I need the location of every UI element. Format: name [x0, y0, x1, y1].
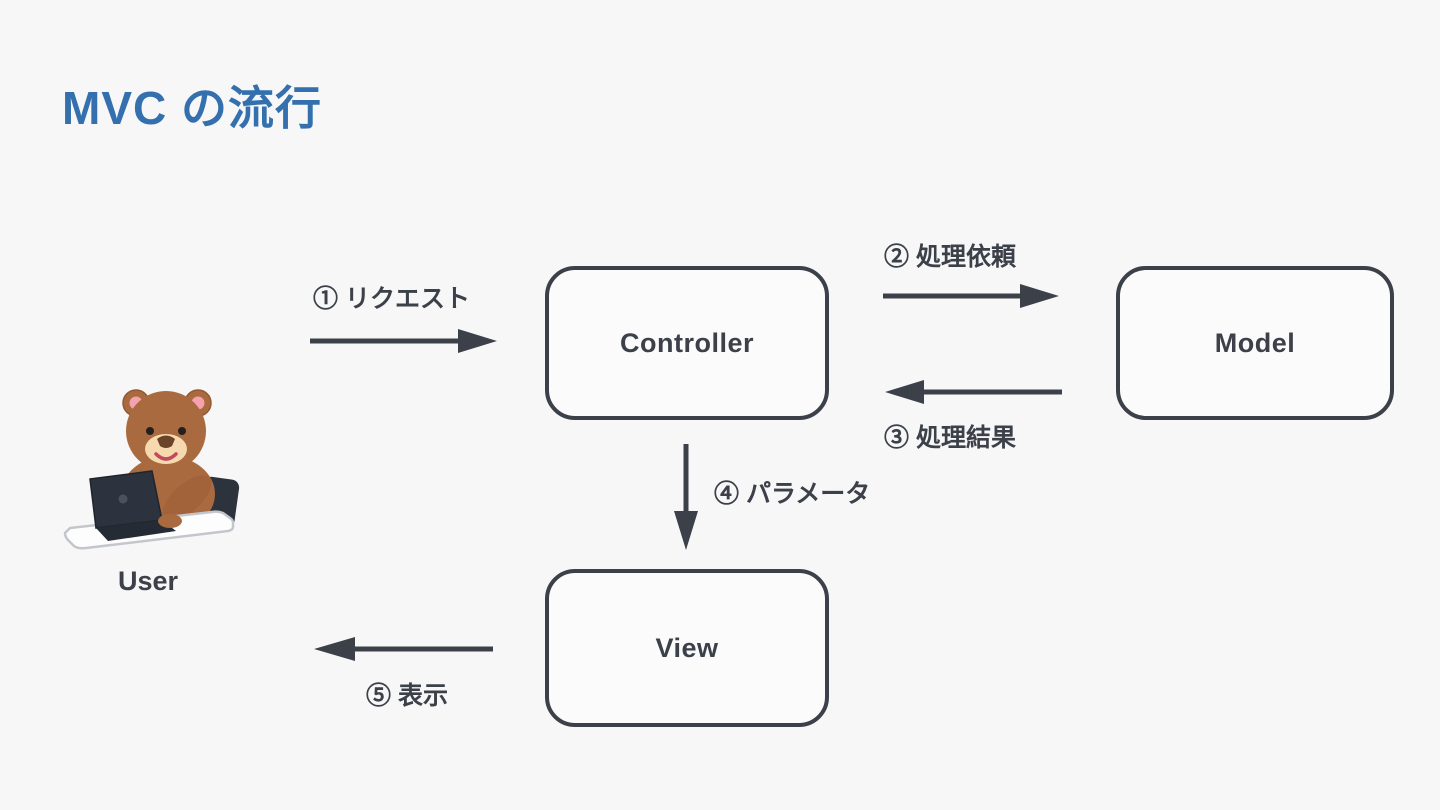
arrow-request — [310, 329, 497, 353]
arrow-parameter — [674, 444, 698, 550]
user-node-label: User — [118, 566, 179, 596]
edge-label-process-request: ② 処理依頼 — [884, 243, 1016, 271]
edge-label-request: ① リクエスト — [313, 285, 470, 313]
node-controller: Controller — [545, 266, 829, 420]
arrow-display — [314, 637, 493, 661]
node-view: View — [545, 569, 829, 727]
bear-user-illustration — [63, 389, 240, 550]
page-title: MVC の流行 — [62, 82, 322, 134]
node-model-label: Model — [1214, 327, 1296, 358]
arrow-process-request — [883, 284, 1059, 308]
edge-label-parameter: ④ パラメータ — [714, 480, 871, 508]
bear-face — [145, 427, 187, 464]
edge-label-display: ⑤ 表示 — [366, 682, 448, 710]
bear-paw — [158, 514, 182, 528]
node-controller-label: Controller — [619, 327, 754, 358]
bear-arm — [162, 475, 212, 521]
node-view-label: View — [655, 632, 719, 663]
node-model: Model — [1116, 266, 1394, 420]
arrow-process-result — [885, 380, 1062, 404]
edge-label-process-result: ③ 処理結果 — [884, 424, 1016, 452]
